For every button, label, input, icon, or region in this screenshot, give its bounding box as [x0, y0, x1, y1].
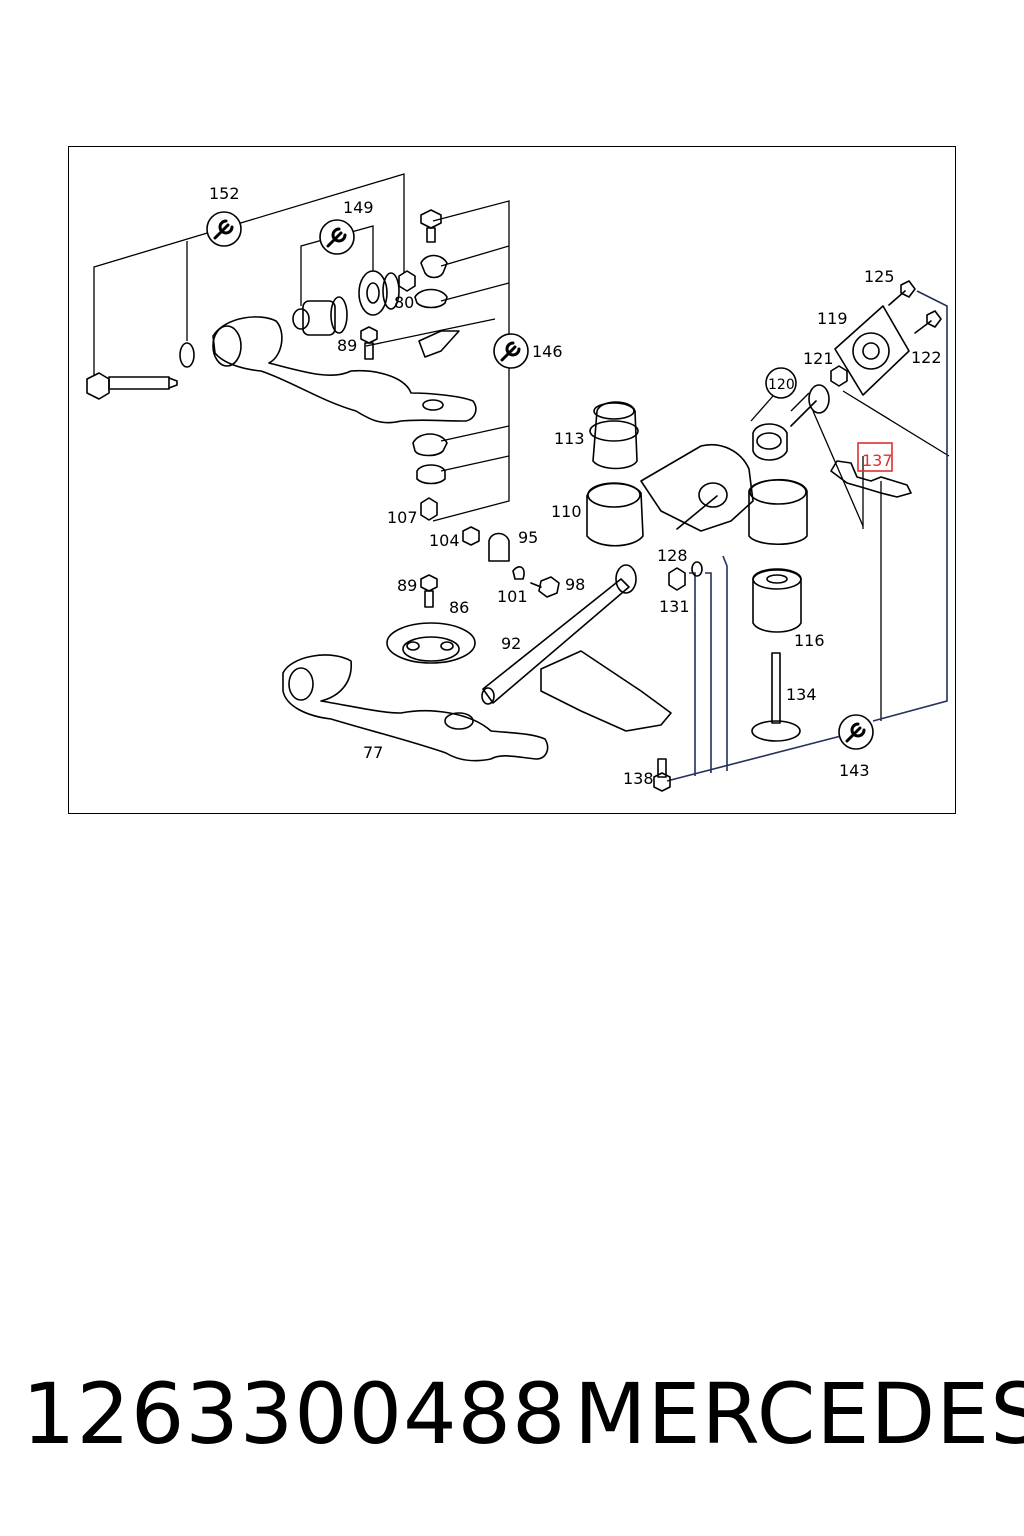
stud-134 [751, 652, 801, 742]
rubber-mount-upper [420, 254, 448, 279]
nut-80 [398, 270, 416, 292]
mount-a [412, 433, 448, 457]
highlight-box-137 [857, 442, 893, 472]
callout-77: 77 [363, 743, 383, 762]
bracket-137 [830, 460, 912, 498]
exploded-parts-diagram: 152 149 80 89 146 107 104 95 101 98 89 8… [86, 173, 950, 792]
subframe [540, 650, 672, 732]
mount-b [416, 464, 446, 485]
callout-146: 146 [532, 342, 563, 361]
top-bolt [420, 209, 442, 243]
callout-120-circle [765, 367, 797, 399]
callout-104: 104 [429, 531, 460, 550]
callout-113: 113 [554, 429, 585, 448]
callout-143: 143 [839, 761, 870, 780]
callout-89b: 89 [397, 576, 417, 595]
callout-107: 107 [387, 508, 418, 527]
rubber-mount-lower [414, 288, 448, 309]
bolt-89a [360, 326, 378, 360]
bolt-122 [914, 310, 942, 334]
part-number: 1263300488 [22, 1365, 567, 1463]
callout-121: 121 [803, 349, 834, 368]
callout-101: 101 [497, 587, 528, 606]
callout-98: 98 [565, 575, 585, 594]
washer-128 [691, 561, 703, 577]
bushing-149 [292, 270, 400, 336]
mount-120 [752, 384, 830, 461]
callout-119: 119 [817, 309, 848, 328]
callout-128: 128 [657, 546, 688, 565]
callout-138: 138 [623, 769, 654, 788]
spring-seat-86 [386, 622, 476, 664]
leader-lines [93, 173, 950, 782]
nut-121 [830, 365, 848, 387]
callout-137: 137 [862, 451, 893, 470]
wrench-icon [493, 333, 529, 369]
plate-119 [834, 305, 910, 396]
clip-101 [512, 566, 525, 580]
callout-152: 152 [209, 184, 240, 203]
callout-116: 116 [794, 631, 825, 650]
clamp-95 [488, 532, 510, 562]
wrench-icon [838, 714, 874, 750]
callout-125: 125 [864, 267, 895, 286]
long-bolt [86, 342, 195, 400]
lower-control-arm [282, 654, 549, 762]
callout-131: 131 [659, 597, 690, 616]
bolt-98 [530, 576, 560, 598]
callout-86: 86 [449, 598, 469, 617]
callout-134: 134 [786, 685, 817, 704]
axle-carrier [586, 401, 808, 547]
brand-name: MERCEDES [574, 1365, 1024, 1463]
callout-149: 149 [343, 198, 374, 217]
wrench-icon [206, 211, 242, 247]
callout-122: 122 [911, 348, 942, 367]
callout-80: 80 [394, 293, 414, 312]
bushing-116 [752, 568, 802, 633]
wrench-icon [319, 219, 355, 255]
nut-104 [462, 526, 480, 546]
callout-95: 95 [518, 528, 538, 547]
tie-rod-92 [481, 564, 637, 705]
callout-120: 120 [768, 377, 795, 393]
upper-control-arm [212, 316, 477, 424]
callout-110: 110 [551, 502, 582, 521]
diagram-frame: 152 149 80 89 146 107 104 95 101 98 89 8… [68, 146, 956, 814]
bolt-138 [653, 758, 671, 792]
nut-131 [668, 567, 686, 591]
callout-89a: 89 [337, 336, 357, 355]
bolt-89b [420, 574, 438, 608]
bolt-125 [888, 280, 916, 306]
callout-92: 92 [501, 634, 521, 653]
callout-labels: 152 149 80 89 146 107 104 95 101 98 89 8… [209, 184, 942, 788]
nut-107 [420, 497, 438, 521]
